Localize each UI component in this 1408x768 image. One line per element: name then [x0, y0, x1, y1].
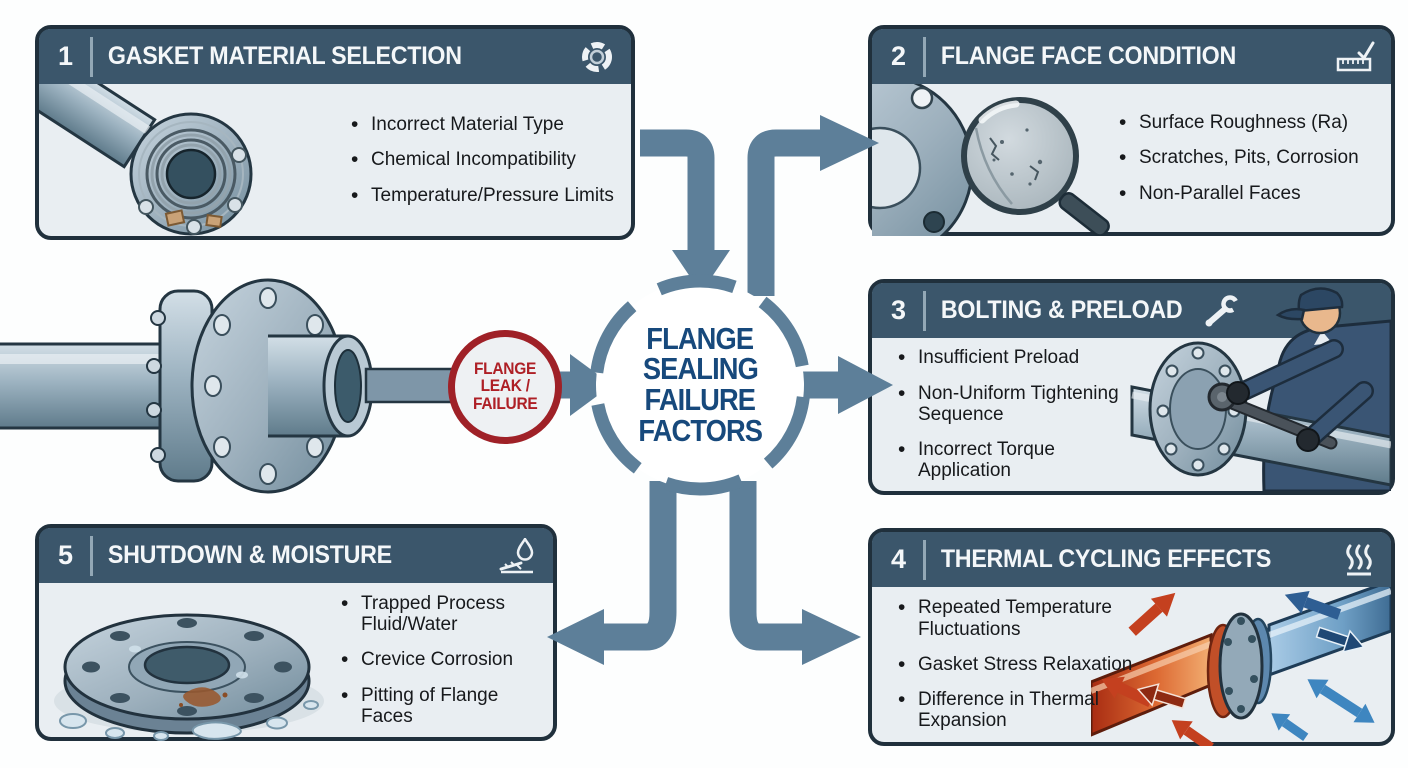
ruler-check-icon — [1335, 40, 1375, 74]
leak-badge-line: FLANGE — [473, 359, 537, 378]
panel-4-bullet-list: Repeated Temperature Fluctuations Gasket… — [896, 587, 1146, 742]
panel-2-title: FLANGE FACE CONDITION — [940, 42, 1237, 70]
bullet-item: Temperature/Pressure Limits — [349, 184, 629, 208]
bullet-text: Incorrect Torque Application — [918, 439, 1055, 482]
header-separator — [923, 290, 927, 331]
water-drop-icon — [499, 537, 537, 574]
bullet-item: Non-Parallel Faces — [1117, 182, 1392, 206]
panel-2-bullet-list: Surface Roughness (Ra) Scratches, Pits, … — [1117, 84, 1392, 232]
panel-1-number: 1 — [58, 41, 74, 71]
bullet-item: Insufficient Preload — [896, 346, 1146, 370]
leak-badge-line: LEAK / — [480, 377, 530, 396]
panel-1-header: 1 GASKET MATERIAL SELECTION — [39, 29, 631, 84]
panel-5-body: Trapped Process Fluid/Water Crevice Corr… — [39, 583, 554, 741]
bullet-text: Pitting of Flange Faces — [361, 684, 499, 727]
center-line: FACTORS — [638, 412, 763, 448]
bullet-text: Non-Uniform Tightening Sequence — [918, 382, 1119, 425]
bullet-item: Crevice Corrosion — [339, 648, 554, 672]
panel-shutdown-moisture: 5 SHUTDOWN & MOISTURE — [35, 524, 557, 741]
header-separator — [923, 36, 927, 77]
panel-3-number: 3 — [891, 295, 907, 325]
header-separator — [90, 535, 94, 576]
bullet-item: Trapped Process Fluid/Water — [339, 592, 554, 636]
panel-4-number: 4 — [891, 544, 907, 574]
bullet-text: Non-Parallel Faces — [1139, 182, 1301, 204]
bullet-item: Repeated Temperature Fluctuations — [896, 596, 1146, 640]
bullet-item: Chemical Incompatibility — [349, 148, 629, 172]
arrow-panel1-to-center — [640, 129, 715, 252]
bullet-item: Difference in Thermal Expansion — [896, 688, 1146, 732]
bullet-item: Surface Roughness (Ra) — [1117, 111, 1392, 135]
bullet-item: Scratches, Pits, Corrosion — [1117, 146, 1392, 170]
panel-1-body: Incorrect Material Type Chemical Incompa… — [39, 84, 631, 236]
panel-1-title: GASKET MATERIAL SELECTION — [107, 42, 462, 70]
bullet-text: Trapped Process Fluid/Water — [361, 592, 505, 636]
panel-3-title: BOLTING & PRELOAD — [940, 296, 1183, 324]
flange-leak-failure-badge: FLANGE LEAK / FAILURE — [448, 330, 562, 444]
arrow-center-to-panel2 — [747, 129, 820, 296]
panel-1-bullet-list: Incorrect Material Type Chemical Incompa… — [349, 84, 629, 236]
bullet-item: Incorrect Material Type — [349, 113, 629, 137]
panel-bolting-preload: 3 BOLTING & PRELOAD — [868, 279, 1395, 495]
bullet-text: Insufficient Preload — [918, 347, 1080, 369]
bullet-text: Difference in Thermal Expansion — [918, 689, 1099, 732]
arrow-center-to-panel5 — [602, 481, 677, 651]
panel-5-number: 5 — [58, 540, 74, 570]
center-circle-label: FLANGE SEALING FAILURE FACTORS — [598, 292, 802, 478]
bullet-item: Non-Uniform Tightening Sequence — [896, 382, 1146, 426]
bullet-text: Chemical Incompatibility — [371, 149, 576, 171]
center-line: FLANGE — [646, 320, 755, 356]
panel-flange-face-condition: 2 FLANGE FACE CONDITION — [868, 25, 1395, 236]
center-line: FAILURE — [644, 382, 756, 417]
bullet-text: Temperature/Pressure Limits — [371, 184, 614, 206]
panel-2-header: 2 FLANGE FACE CONDITION — [872, 29, 1391, 84]
panel-thermal-cycling-effects: 4 THERMAL CYCLING EFFECTS — [868, 528, 1395, 746]
wrench-icon — [1203, 294, 1241, 327]
header-separator — [90, 36, 94, 77]
panel-gasket-material-selection: 1 GASKET MATERIAL SELECTION — [35, 25, 635, 240]
bullet-text: Scratches, Pits, Corrosion — [1139, 147, 1359, 169]
bolted-flange-pipe-illustration — [0, 278, 456, 494]
panel-4-header: 4 THERMAL CYCLING EFFECTS — [872, 532, 1391, 587]
panel-5-title: SHUTDOWN & MOISTURE — [107, 541, 392, 569]
arrow-center-to-panel4 — [729, 481, 804, 651]
bullet-text: Gasket Stress Relaxation — [918, 653, 1133, 675]
gasket-ring-icon — [579, 39, 615, 75]
center-line: SEALING — [642, 351, 758, 387]
bullet-text: Crevice Corrosion — [361, 649, 514, 671]
worker-torque-wrench-flange-illustration — [1126, 283, 1391, 491]
bullet-text: Surface Roughness (Ra) — [1139, 112, 1349, 134]
panel-3-body: Insufficient Preload Non-Uniform Tighten… — [872, 338, 1391, 491]
panel-4-body: Repeated Temperature Fluctuations Gasket… — [872, 587, 1391, 746]
wet-corroded-flange-illustration — [39, 583, 339, 741]
bullet-text: Incorrect Material Type — [371, 114, 564, 136]
panel-4-title: THERMAL CYCLING EFFECTS — [940, 545, 1272, 573]
bullet-item: Gasket Stress Relaxation — [896, 653, 1146, 677]
bullet-text: Repeated Temperature Fluctuations — [918, 597, 1112, 640]
header-separator — [923, 539, 927, 580]
panel-5-header: 5 SHUTDOWN & MOISTURE — [39, 528, 553, 583]
panel-5-bullet-list: Trapped Process Fluid/Water Crevice Corr… — [339, 583, 554, 737]
bullet-item: Incorrect Torque Application — [896, 438, 1146, 482]
panel-3-bullet-list: Insufficient Preload Non-Uniform Tighten… — [896, 338, 1146, 491]
panel-2-body: Surface Roughness (Ra) Scratches, Pits, … — [872, 84, 1392, 236]
bullet-item: Pitting of Flange Faces — [339, 684, 554, 728]
heat-waves-icon — [1341, 543, 1375, 577]
leak-badge-line: FAILURE — [472, 394, 538, 413]
flange-gasket-cross-section-illustration — [39, 84, 339, 240]
magnifier-over-flange-face-illustration — [872, 84, 1112, 236]
panel-2-number: 2 — [891, 41, 907, 71]
